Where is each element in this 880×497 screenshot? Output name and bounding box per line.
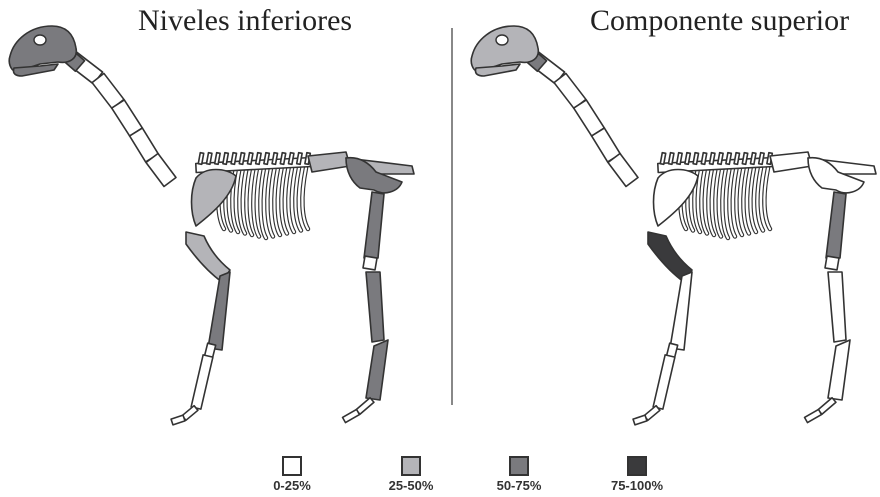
legend-label: 50-75% [484,478,554,493]
legend-label: 75-100% [602,478,672,493]
knee [363,256,377,270]
radius [670,272,692,350]
legend-swatch [509,456,529,476]
legend-swatch [282,456,302,476]
femur [364,192,384,258]
skeleton-left [9,26,414,425]
legend-swatch [627,456,647,476]
lumbar-vertebrae [770,152,812,172]
scapula [654,170,699,227]
hind-toes [343,398,374,423]
femur [826,192,846,258]
bone-segment [805,409,822,422]
radius [208,272,230,350]
legend-swatch [401,456,421,476]
tibia [828,272,846,342]
panel-title-left: Niveles inferiores [138,4,352,38]
neck-vertebra [146,154,176,187]
legend-item-0-25: 0-25% [257,456,327,493]
knee [825,256,839,270]
bone-segment [171,415,185,425]
eye-orbit [496,35,508,45]
metacarpal [653,355,675,409]
skeleton-right [471,26,876,425]
hind-metatarsal [828,340,850,400]
legend-item-50-75: 50-75% [484,456,554,493]
fore-toes [633,406,660,425]
neck-vertebra [608,154,638,187]
panel-title-right: Componente superior [590,4,849,38]
metacarpal [191,355,213,409]
legend-item-75-100: 75-100% [602,456,672,493]
legend-label: 0-25% [257,478,327,493]
eye-orbit [34,35,46,45]
tibia [366,272,384,342]
bone-segment [343,409,360,422]
legend-label: 25-50% [376,478,446,493]
hind-metatarsal [366,340,388,400]
fore-toes [171,406,198,425]
scapula [192,170,237,227]
bone-segment [633,415,647,425]
legend-item-25-50: 25-50% [376,456,446,493]
hind-toes [805,398,836,423]
lumbar-vertebrae [308,152,350,172]
